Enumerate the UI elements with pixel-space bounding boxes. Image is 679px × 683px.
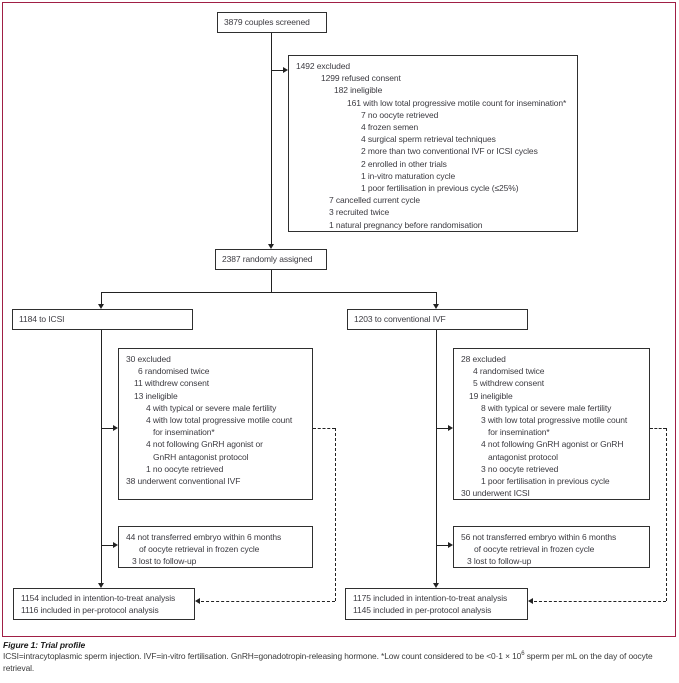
flow-line: 3 no oocyte retrieved [481,463,559,474]
flow-line: 30 underwent ICSI [461,488,530,499]
flow-line: 56 not transferred embryo within 6 month… [461,532,617,542]
figure-footnote: ICSI=intracytoplasmic sperm injection. I… [3,651,674,674]
dashed-icsi-into-analysis [201,601,335,602]
flow-line: for insemination* [153,427,215,438]
flow-line: GnRH antagonist protocol [153,451,249,462]
box-ivf-arm-label: 1203 to conventional IVF [354,314,446,325]
box-ivf-analysis: 1175 included in intention-to-treat anal… [345,588,528,620]
flow-line: 30 excluded [126,354,171,364]
arrowhead-down-icon [98,583,104,588]
connector-to-excluded-main [271,70,283,71]
arrowhead-down-icon [433,304,439,309]
arrowhead-right-icon [448,425,453,431]
flow-line: 161 with low total progressive motile co… [347,97,567,108]
connector-icsi-spine [101,330,102,583]
flow-line: 182 ineligible [334,85,383,96]
flow-line: 4 frozen semen [361,122,419,133]
flow-line: 4 not following GnRH agonist or [146,439,263,450]
flow-line: 3 lost to follow-up [467,556,532,567]
flow-line: 28 excluded [461,354,506,364]
dashed-ivf-return [666,428,667,601]
flow-line: 2 enrolled in other trials [361,158,447,169]
flow-line: 7 cancelled current cycle [329,195,421,206]
flow-line: 1145 included in per-protocol analysis [353,605,492,616]
flow-line: 1 poor fertilisation in previous cycle (… [361,183,519,194]
connector-ivf-spine [436,330,437,583]
arrowhead-right-icon [113,425,118,431]
flow-line: 5 withdrew consent [473,378,544,389]
connector-split-crossbar [102,292,437,293]
flow-line: 4 randomised twice [473,366,545,377]
connector-to-icsi-not-transferred [102,545,113,546]
box-randomly-assigned-label: 2387 randomly assigned [222,254,313,265]
flow-line: 1492 excluded [296,61,350,71]
arrowhead-down-icon [98,304,104,309]
footnote-superscript: 6 [521,651,525,658]
flow-line: 1116 included in per-protocol analysis [21,605,159,616]
flow-line: 3 recruited twice [329,207,390,218]
flow-line: of oocyte retrieval in frozen cycle [474,544,595,555]
footnote-text: sperm per mL on the day of oocyte retrie… [3,651,653,673]
flow-line: 3 with low total progressive motile coun… [481,415,628,426]
flow-line: 4 with low total progressive motile coun… [146,415,293,426]
flow-line: 6 randomised twice [138,366,210,377]
box-icsi-not-transferred: 44 not transferred embryo within 6 month… [118,526,313,568]
flow-line: 1175 included in intention-to-treat anal… [353,593,508,603]
dashed-icsi-excluded-out [313,428,335,429]
flow-line: 38 underwent conventional IVF [126,476,241,487]
figure-caption: Figure 1: Trial profile [3,640,86,650]
box-icsi-arm: 1184 to ICSI [12,309,193,330]
connector-to-ivf-excluded [437,428,448,429]
flow-line: of oocyte retrieval in frozen cycle [139,544,260,555]
connector-to-ivf-not-transferred [437,545,448,546]
box-randomly-assigned: 2387 randomly assigned [215,249,327,270]
box-couples-screened: 3879 couples screened [217,12,327,33]
flow-line: 13 ineligible [134,390,178,401]
flow-line: 4 not following GnRH agonist or GnRH [481,439,624,450]
flow-line: 1 no oocyte retrieved [146,463,224,474]
arrowhead-down-icon [433,583,439,588]
flow-line: 19 ineligible [469,390,513,401]
box-excluded-main: 1492 excluded 1299 refused consent 182 i… [288,55,578,232]
flow-line: 1 natural pregnancy before randomisation [329,219,483,230]
connector-to-icsi-excluded [102,428,113,429]
flow-line: 2 more than two conventional IVF or ICSI… [361,146,538,157]
arrowhead-right-icon [448,542,453,548]
flow-line: antagonist protocol [488,451,558,462]
arrowhead-right-icon [113,542,118,548]
flow-line: 7 no oocyte retrieved [361,109,439,120]
box-ivf-arm: 1203 to conventional IVF [347,309,528,330]
flow-line: 1154 included in intention-to-treat anal… [21,593,176,603]
flow-line: 1299 refused consent [321,73,401,84]
box-icsi-analysis: 1154 included in intention-to-treat anal… [13,588,195,620]
footnote-text: ICSI=intracytoplasmic sperm injection. I… [3,651,522,661]
flow-line: 8 with typical or severe male fertility [481,402,612,413]
box-icsi-excluded: 30 excluded 6 randomised twice 11 withdr… [118,348,313,500]
arrowhead-down-icon [268,244,274,249]
box-couples-screened-label: 3879 couples screened [224,17,310,28]
arrowhead-right-icon [283,67,288,73]
connector-split-to-icsi [101,292,102,304]
flow-line: for insemination* [488,427,550,438]
arrowhead-left-icon [528,598,533,604]
box-icsi-arm-label: 1184 to ICSI [19,314,65,325]
box-ivf-excluded: 28 excluded 4 randomised twice 5 withdre… [453,348,650,500]
connector-randomized-split-stem [271,270,272,292]
flow-line: 3 lost to follow-up [132,556,197,567]
flow-line: 11 withdrew consent [134,378,209,389]
dashed-ivf-excluded-out [650,428,666,429]
arrowhead-left-icon [195,598,200,604]
flow-line: 4 surgical sperm retrieval techniques [361,134,496,145]
flow-line: 44 not transferred embryo within 6 month… [126,532,282,542]
flow-line: 1 poor fertilisation in previous cycle [481,476,610,487]
connector-screened-to-randomized [271,33,272,244]
dashed-icsi-return [335,428,336,601]
flow-line: 4 with typical or severe male fertility [146,402,277,413]
connector-split-to-ivf [436,292,437,304]
dashed-ivf-into-analysis [534,601,666,602]
flow-line: 1 in-vitro maturation cycle [361,170,456,181]
box-ivf-not-transferred: 56 not transferred embryo within 6 month… [453,526,650,568]
